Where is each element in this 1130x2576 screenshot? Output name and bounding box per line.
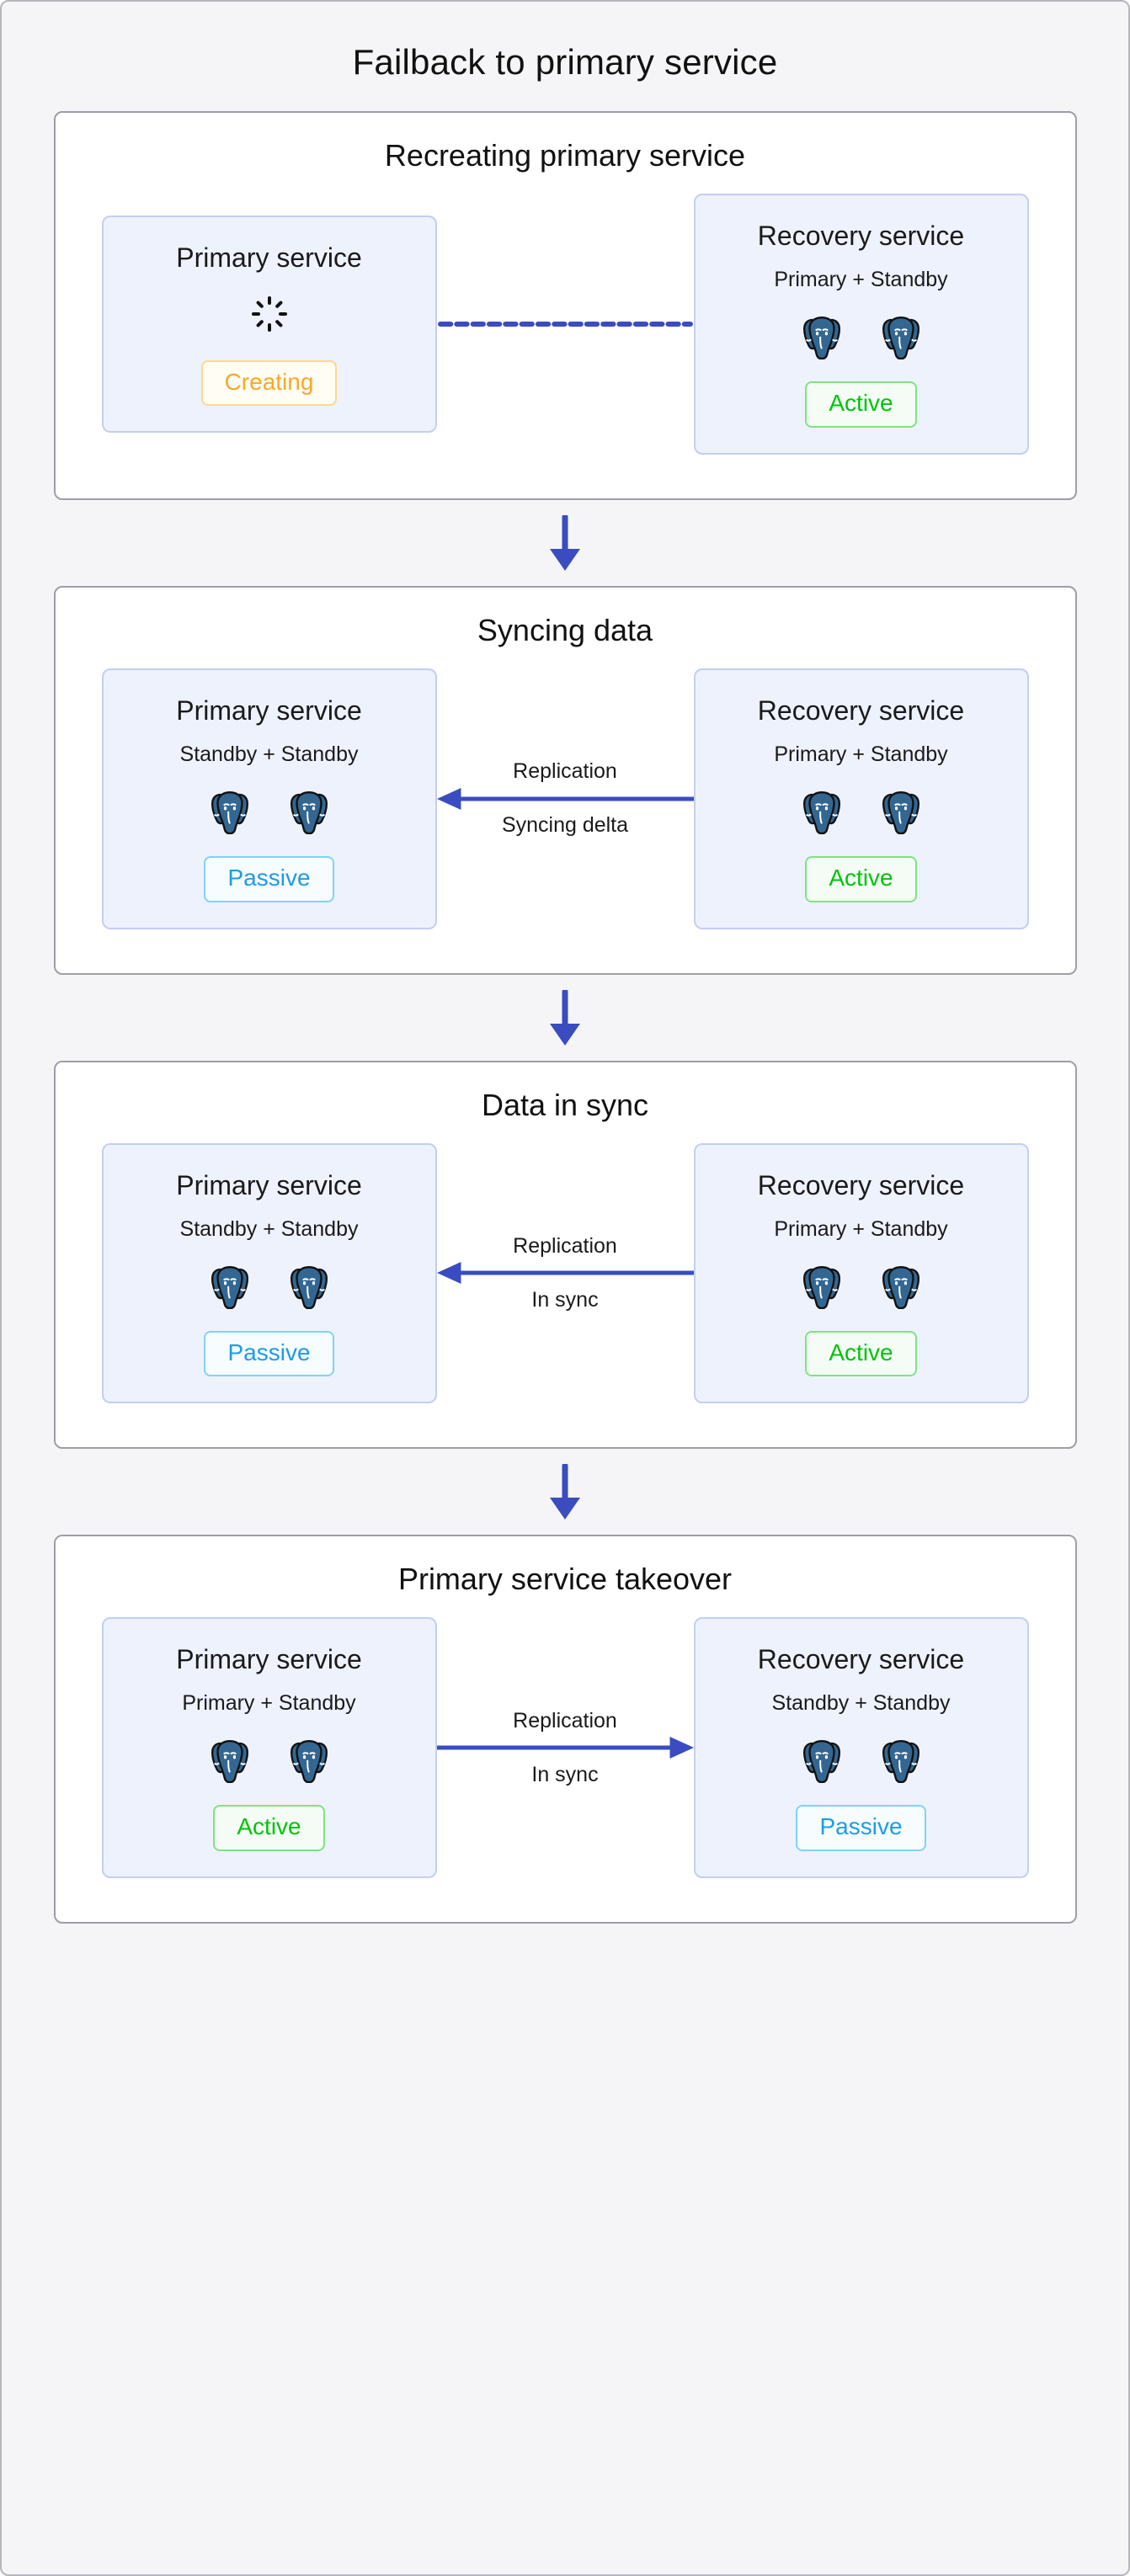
node-group (117, 1734, 422, 1784)
stage-title: Primary service takeover (397, 1562, 733, 1597)
replication-connector: Replication In sync (436, 1210, 694, 1336)
status-badge: Passive (796, 1805, 926, 1852)
postgresql-elephant-icon (285, 1734, 333, 1784)
stage-title: Recreating primary service (384, 138, 746, 173)
service-name: Recovery service (757, 1169, 965, 1200)
replication-arrow-icon (436, 785, 694, 813)
postgresql-elephant-icon (797, 1260, 846, 1309)
postgresql-elephant-icon (285, 1260, 333, 1309)
node-group (709, 1260, 1014, 1309)
postgresql-elephant-icon (797, 311, 846, 359)
status-badge: Creating (200, 359, 338, 407)
node-group (117, 785, 422, 834)
postgresql-elephant-icon (285, 785, 333, 834)
node-group (709, 785, 1014, 834)
page-title: Failback to primary service (352, 42, 778, 82)
status-badge: Active (805, 855, 917, 902)
postgresql-elephant-icon (205, 1734, 254, 1784)
postgresql-elephant-icon (797, 1734, 846, 1784)
status-badge: Active (213, 1805, 325, 1852)
loading-spinner-icon (117, 290, 422, 338)
connector-label-bottom: In sync (531, 1287, 599, 1312)
postgresql-elephant-icon (797, 785, 846, 834)
status-badge: Active (805, 1330, 917, 1377)
service-roles: Standby + Standby (771, 1691, 951, 1716)
service-name: Primary service (176, 1169, 362, 1200)
arrow-down-icon (550, 1464, 580, 1520)
postgresql-elephant-icon (205, 785, 254, 834)
postgresql-elephant-icon (877, 1260, 925, 1309)
service-roles: Primary + Standby (182, 1691, 356, 1716)
connector-label-top: Replication (513, 759, 617, 784)
replication-arrow-icon (436, 1259, 694, 1287)
service-name: Primary service (176, 242, 362, 273)
service-roles: Primary + Standby (774, 1216, 948, 1241)
stage-transition-arrow (2, 500, 1128, 586)
connector-label-top: Replication (513, 1708, 617, 1732)
service-name: Recovery service (757, 1644, 965, 1675)
postgresql-elephant-icon (205, 1260, 254, 1309)
stage-title: Data in sync (481, 1087, 649, 1122)
status-badge: Active (805, 381, 917, 428)
service-name: Recovery service (757, 221, 965, 251)
stage-transition-arrow (2, 975, 1128, 1061)
stage-transition-arrow (2, 1449, 1128, 1535)
node-group (709, 311, 1014, 359)
node-group (709, 1734, 1014, 1784)
service-roles: Standby + Standby (179, 1216, 359, 1241)
replication-arrow-icon (437, 310, 694, 338)
replication-arrow-icon (436, 1733, 694, 1762)
arrow-down-icon (550, 514, 580, 571)
postgresql-elephant-icon (877, 785, 925, 834)
node-group (117, 1260, 422, 1309)
postgresql-elephant-icon (877, 311, 925, 359)
service-name: Recovery service (757, 695, 965, 726)
connector-label-bottom: In sync (531, 1762, 599, 1786)
service-name: Primary service (176, 1644, 362, 1675)
replication-connector: Replication In sync (436, 1685, 694, 1811)
status-badge: Passive (204, 855, 334, 902)
connector-label-top: Replication (513, 1233, 617, 1258)
replication-connector (437, 261, 694, 387)
service-roles: Primary + Standby (774, 268, 948, 291)
service-name: Primary service (176, 695, 362, 726)
service-roles: Standby + Standby (179, 742, 359, 766)
stage-title: Syncing data (477, 612, 653, 647)
postgresql-elephant-icon (877, 1734, 925, 1784)
status-badge: Passive (204, 1330, 334, 1377)
connector-label-bottom: Syncing delta (501, 813, 629, 838)
arrow-down-icon (550, 989, 580, 1046)
service-roles: Primary + Standby (774, 742, 948, 766)
